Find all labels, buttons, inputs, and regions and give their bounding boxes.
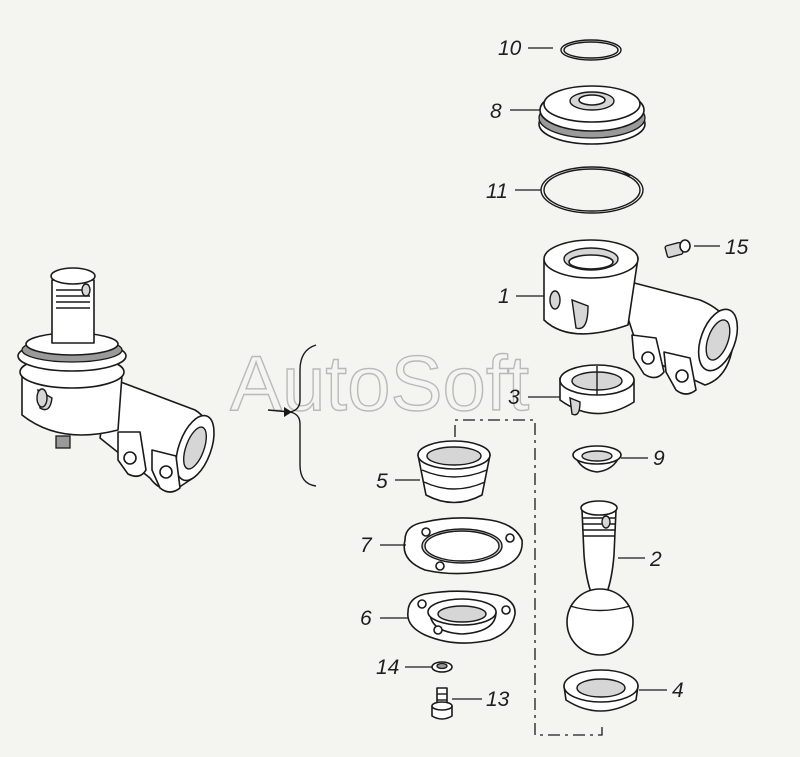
callout-14: 14	[376, 656, 432, 679]
label-15: 15	[725, 236, 749, 259]
label-4: 4	[672, 679, 684, 702]
callout-4: 4	[639, 679, 684, 702]
label-6: 6	[360, 607, 372, 630]
part-11-retaining-ring	[540, 166, 644, 214]
callout-7: 7	[360, 534, 406, 557]
part-9-cup	[572, 445, 622, 473]
assembled-tie-rod-end	[17, 267, 215, 493]
callout-8: 8	[490, 100, 540, 123]
part-14-washer	[431, 661, 453, 673]
part-5-dust-boot	[417, 440, 491, 504]
callout-1: 1	[498, 285, 544, 308]
label-10: 10	[498, 37, 522, 60]
part-7-gasket	[403, 517, 523, 575]
callout-11: 11	[486, 180, 541, 203]
label-2: 2	[649, 548, 662, 571]
part-3-liner	[559, 364, 635, 416]
label-13: 13	[486, 688, 510, 711]
label-9: 9	[653, 447, 665, 470]
label-3: 3	[508, 386, 520, 409]
callout-6: 6	[360, 607, 408, 630]
part-8-seal-cover	[538, 85, 646, 145]
part-4-ball-seat	[563, 669, 639, 712]
callout-2: 2	[618, 548, 662, 571]
part-15-grease-nipple	[664, 239, 691, 259]
label-8: 8	[490, 100, 502, 123]
label-5: 5	[376, 470, 388, 493]
label-1: 1	[498, 285, 510, 308]
label-11: 11	[486, 180, 508, 203]
callout-3: 3	[508, 386, 560, 409]
assembly-order-line	[454, 419, 603, 736]
callout-15: 15	[694, 236, 749, 259]
part-10-snap-ring	[560, 39, 622, 61]
callout-10: 10	[498, 37, 553, 60]
part-2-ball-pin	[566, 500, 634, 656]
callout-9: 9	[621, 447, 665, 470]
label-14: 14	[376, 656, 399, 679]
part-6-flange-cover	[407, 590, 516, 644]
label-7: 7	[360, 534, 373, 557]
part-13-bolt	[431, 687, 453, 720]
watermark-text: AutoSoft	[230, 339, 530, 427]
callout-5: 5	[376, 470, 420, 493]
part-1-housing	[543, 239, 739, 395]
callout-13: 13	[452, 688, 510, 711]
